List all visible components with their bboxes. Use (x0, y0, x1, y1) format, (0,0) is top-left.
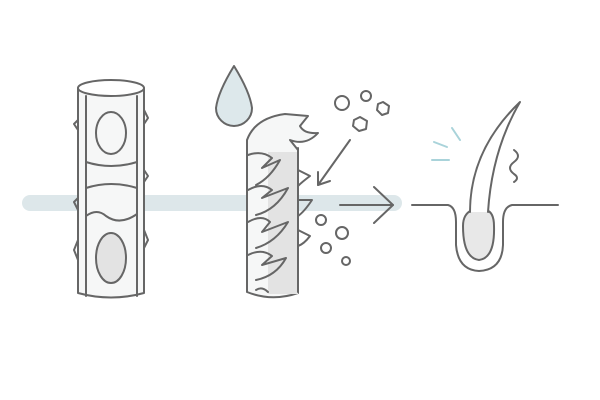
hair-follicle (411, 101, 559, 272)
healthy-hair-shaft (73, 79, 149, 299)
attack-arrow-icon (317, 139, 351, 186)
pollutant-particles (315, 90, 390, 266)
hair-strand (469, 101, 521, 213)
water-drop-icon (215, 65, 253, 127)
irritation-marks-icon (431, 127, 461, 161)
result-arrow-icon (339, 186, 394, 224)
damaged-hair-shaft (246, 113, 319, 299)
medulla-oval-bottom (95, 232, 127, 284)
itch-squiggle-icon (509, 149, 519, 183)
medulla-oval-top (95, 111, 127, 155)
